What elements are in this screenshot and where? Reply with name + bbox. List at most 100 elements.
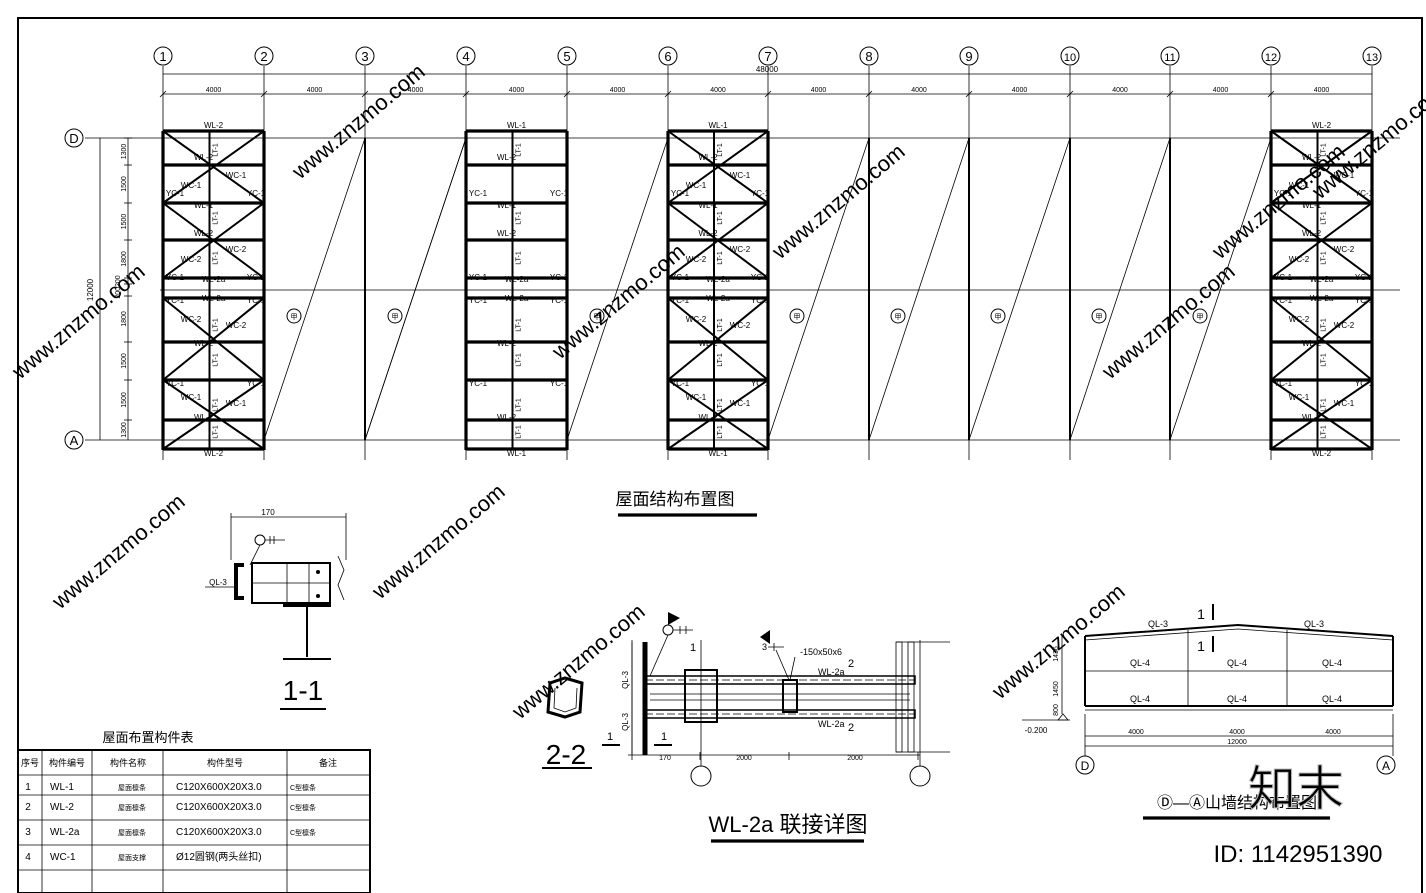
- rafter-mark: 甲: [1197, 313, 1204, 321]
- bracing-label: WC-1: [181, 181, 202, 190]
- purlin-label: WL-2: [698, 229, 718, 238]
- tie-label: LT-1: [1321, 353, 1328, 367]
- tie-label: LT-1: [213, 251, 220, 265]
- tie-rod: [968, 137, 1071, 441]
- purlin-label: WL-2: [1302, 229, 1322, 238]
- bracing-label: WC-1: [226, 399, 247, 408]
- rafter-mark-bubble: [387, 308, 403, 324]
- bay-dim-label: 4000: [1012, 87, 1028, 94]
- gable-dim-h2: 4000: [1229, 729, 1245, 736]
- tie-rod: [566, 137, 669, 441]
- bracing-rod: [667, 130, 769, 204]
- detail-2-2-marker: 1: [607, 731, 613, 743]
- strut-label: YC-1: [166, 273, 185, 282]
- side-dim-label: 200200: [115, 275, 122, 298]
- dim-tick: [260, 90, 268, 98]
- tie-label: LT-1: [1321, 318, 1328, 332]
- purlin-label: WL-2: [698, 339, 718, 348]
- tie-label: LT-1: [516, 251, 523, 265]
- tie-label: LT-1: [516, 398, 523, 412]
- tie-label: LT-1: [213, 353, 220, 367]
- strut-label: YC-1: [1355, 273, 1374, 282]
- purlin-label: WL-2: [497, 413, 517, 422]
- dim-tick: [664, 90, 672, 98]
- axis-bubble: [254, 46, 274, 66]
- tie-label: LT-1: [213, 318, 220, 332]
- gable-axis-a: A: [1382, 759, 1390, 773]
- gable-elevation: QL-3 QL-3 QL-4 QL-4 QL-4 QL-4 QL-4 QL-4 …: [1022, 604, 1396, 820]
- purlin-label: WL-2a: [505, 275, 529, 284]
- table-cell: 屋面檩条: [118, 828, 146, 837]
- tie-label: LT-1: [516, 353, 523, 367]
- bracing-label: WC-2: [1289, 255, 1310, 264]
- plan-title: 屋面结构布置图: [616, 490, 735, 509]
- gable-section-mark-bottom: 1: [1197, 638, 1205, 654]
- wl2a-dim-3: 2000: [847, 755, 863, 762]
- side-dim-label: 1500: [121, 392, 128, 408]
- bracing-label: WC-1: [1289, 393, 1310, 402]
- strut-label: YC-1: [469, 296, 488, 305]
- bracing-label: WC-1: [686, 181, 707, 190]
- bracing-rod: [162, 379, 265, 450]
- table-cell: C型檩条: [290, 828, 316, 837]
- watermark-site-text: www.znzmo.com: [1096, 259, 1239, 385]
- axis-bubble: [1060, 46, 1080, 66]
- bracing-label: WC-1: [730, 399, 751, 408]
- rafter-mark-bubble: [1192, 308, 1208, 324]
- purlin-label: WL-2: [194, 229, 214, 238]
- rafter-mark: 甲: [1096, 313, 1103, 321]
- strut-label: YC-1: [1355, 379, 1374, 388]
- bracing-rod: [162, 202, 265, 279]
- bracing-label: WC-2: [226, 321, 247, 330]
- purlin-label: WL-2a: [706, 294, 730, 303]
- purlin-label: WL-1: [497, 201, 517, 210]
- purlin-label: WL-1: [194, 201, 214, 210]
- watermark-site-text: www.znzmo.com: [286, 59, 429, 185]
- wl2a-dim-1: 170: [659, 755, 671, 762]
- dim-tick: [1166, 90, 1174, 98]
- strut-label: YC-1: [1274, 273, 1293, 282]
- axis-bubble: [153, 46, 173, 66]
- axis-bubble: [1160, 46, 1180, 66]
- bay-dim-label: 4000: [610, 87, 626, 94]
- rafter-mark: 甲: [794, 313, 801, 321]
- purlin-label: WL-2a: [202, 275, 226, 284]
- tie-label: LT-1: [516, 211, 523, 225]
- bracing-label: WC-2: [1289, 315, 1310, 324]
- bay-dim-label: 4000: [509, 87, 525, 94]
- axis-label-7: 7: [764, 49, 771, 64]
- bracing-label: WC-2: [226, 245, 247, 254]
- bay-dim-label: 4000: [710, 87, 726, 94]
- table-cell: 屋面檩条: [118, 803, 146, 812]
- bay-dim-label: 4000: [307, 87, 323, 94]
- gable-dim-total: 12000: [1227, 739, 1247, 746]
- axis-bubble: [859, 46, 879, 66]
- row-bubble: [64, 430, 84, 450]
- purlin-label: WL-2: [1302, 339, 1322, 348]
- tie-label: LT-1: [717, 353, 724, 367]
- axis-label-5: 5: [563, 49, 570, 64]
- wl2a-marker-1-mid: 1: [661, 731, 667, 743]
- tie-label: LT-1: [1321, 211, 1328, 225]
- dim-tick: [1066, 90, 1074, 98]
- tie-rod: [364, 137, 467, 441]
- tie-label: LT-1: [717, 251, 724, 265]
- bay-dim-label: 4000: [1213, 87, 1229, 94]
- bracing-label: WC-1: [226, 171, 247, 180]
- tie-label: LT-1: [717, 425, 724, 439]
- bracing-rod: [667, 202, 769, 279]
- axis-bubble: [1261, 46, 1281, 66]
- purlin-label: WL-2a: [706, 275, 730, 284]
- side-dim-label: 1500: [121, 214, 128, 230]
- table-cell: 3: [25, 827, 31, 838]
- dim-tick: [965, 90, 973, 98]
- wl2a-plate: -150x50x6: [800, 647, 842, 657]
- strut-label: YC-1: [671, 273, 690, 282]
- gable-ql3-right: QL-3: [1304, 619, 1324, 629]
- detail-1-1-dim: 170: [261, 508, 275, 517]
- tie-label: LT-1: [213, 398, 220, 412]
- strut-label: YC-1: [1274, 296, 1293, 305]
- purlin-label: WL-2a: [1310, 275, 1334, 284]
- bracing-label: WC-2: [1334, 321, 1355, 330]
- wl2a-member-top: WL-2a: [818, 667, 845, 677]
